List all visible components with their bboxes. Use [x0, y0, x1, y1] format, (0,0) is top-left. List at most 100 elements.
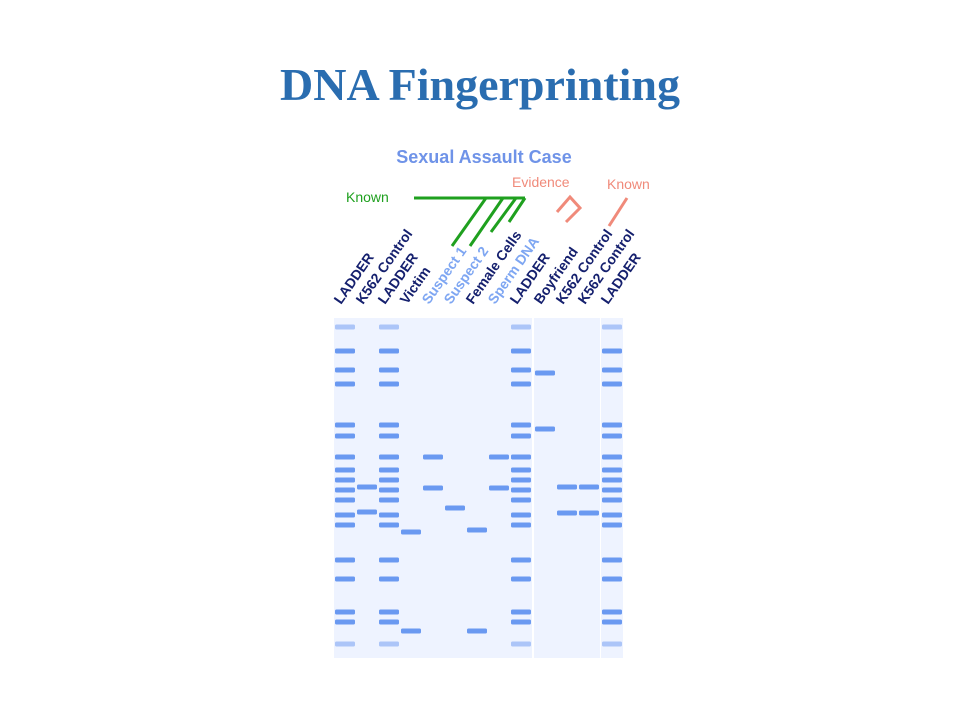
gel-band	[379, 422, 399, 428]
gel-band	[401, 628, 421, 634]
gel-lane	[466, 318, 488, 658]
gel-band	[602, 576, 622, 582]
gel-band	[602, 422, 622, 428]
gel-band	[602, 433, 622, 439]
gel-band	[602, 477, 622, 483]
gel-band	[401, 529, 421, 535]
gel-band	[379, 454, 399, 460]
gel-band	[423, 454, 443, 460]
known-right-label: Known	[607, 176, 650, 192]
gel-band	[511, 433, 531, 439]
gel-band	[335, 576, 355, 582]
gel-band	[379, 348, 399, 354]
gel-band	[511, 609, 531, 615]
gel-bands	[335, 324, 622, 647]
gel-band	[379, 467, 399, 473]
gel-band	[379, 576, 399, 582]
gel-band	[602, 487, 622, 493]
gel-band	[335, 454, 355, 460]
gel-band	[335, 467, 355, 473]
evidence-bracket	[555, 194, 583, 224]
gel-band	[557, 484, 577, 490]
gel-band	[335, 522, 355, 528]
gel-band	[511, 641, 531, 647]
gel-band	[379, 367, 399, 373]
gel-band	[379, 641, 399, 647]
gel-band	[379, 381, 399, 387]
gel-band	[511, 522, 531, 528]
gel-band	[557, 510, 577, 516]
gel-band	[511, 497, 531, 503]
slide-title: DNA Fingerprinting	[280, 59, 680, 110]
gel-band	[602, 557, 622, 563]
gel-band	[379, 487, 399, 493]
gel-band	[335, 433, 355, 439]
gel-band	[379, 522, 399, 528]
gel-band	[335, 381, 355, 387]
gel-band	[511, 487, 531, 493]
gel-band	[335, 619, 355, 625]
gel-lane	[400, 318, 422, 658]
gel-band	[511, 367, 531, 373]
gel-band	[602, 641, 622, 647]
gel-band	[602, 467, 622, 473]
gel-band	[602, 512, 622, 518]
gel-band	[602, 367, 622, 373]
gel-band	[511, 467, 531, 473]
gel-band	[489, 454, 509, 460]
gel-band	[602, 609, 622, 615]
gel-band	[489, 485, 509, 491]
gel-band	[379, 557, 399, 563]
known-left-bracket	[414, 196, 527, 247]
known-left-label: Known	[346, 189, 389, 205]
gel-band	[335, 367, 355, 373]
gel-band	[511, 576, 531, 582]
gel-band	[602, 381, 622, 387]
evidence-label: Evidence	[512, 174, 570, 190]
gel-band	[535, 370, 555, 376]
gel-band	[357, 484, 377, 490]
gel-band	[467, 628, 487, 634]
gel-band	[511, 512, 531, 518]
gel-band	[357, 509, 377, 515]
gel-lane	[444, 318, 466, 658]
gel-lane	[534, 318, 556, 658]
gel-band	[602, 454, 622, 460]
gel-band	[379, 512, 399, 518]
gel-band	[335, 487, 355, 493]
gel-band	[379, 497, 399, 503]
gel-band	[379, 324, 399, 330]
gel-band	[335, 348, 355, 354]
gel-band	[511, 348, 531, 354]
gel-band	[379, 619, 399, 625]
gel-band	[379, 433, 399, 439]
gel-band	[445, 505, 465, 511]
gel-band	[511, 422, 531, 428]
gel-band	[423, 485, 443, 491]
gel-band	[379, 477, 399, 483]
gel-band	[379, 609, 399, 615]
case-title: Sexual Assault Case	[396, 147, 571, 167]
gel-band	[511, 619, 531, 625]
gel-band	[579, 510, 599, 516]
gel-band	[335, 512, 355, 518]
gel-band	[535, 426, 555, 432]
gel-band	[511, 454, 531, 460]
gel-band	[511, 557, 531, 563]
gel-band	[335, 557, 355, 563]
known-right-bracket	[607, 197, 629, 227]
gel-band	[467, 527, 487, 533]
gel-lanes	[334, 318, 623, 658]
gel-band	[335, 324, 355, 330]
gel-band	[335, 641, 355, 647]
gel-band	[335, 497, 355, 503]
gel-band	[335, 609, 355, 615]
gel-band	[602, 497, 622, 503]
gel-band	[602, 348, 622, 354]
gel-band	[511, 381, 531, 387]
gel-band	[511, 477, 531, 483]
gel-band	[335, 422, 355, 428]
gel-band	[335, 477, 355, 483]
